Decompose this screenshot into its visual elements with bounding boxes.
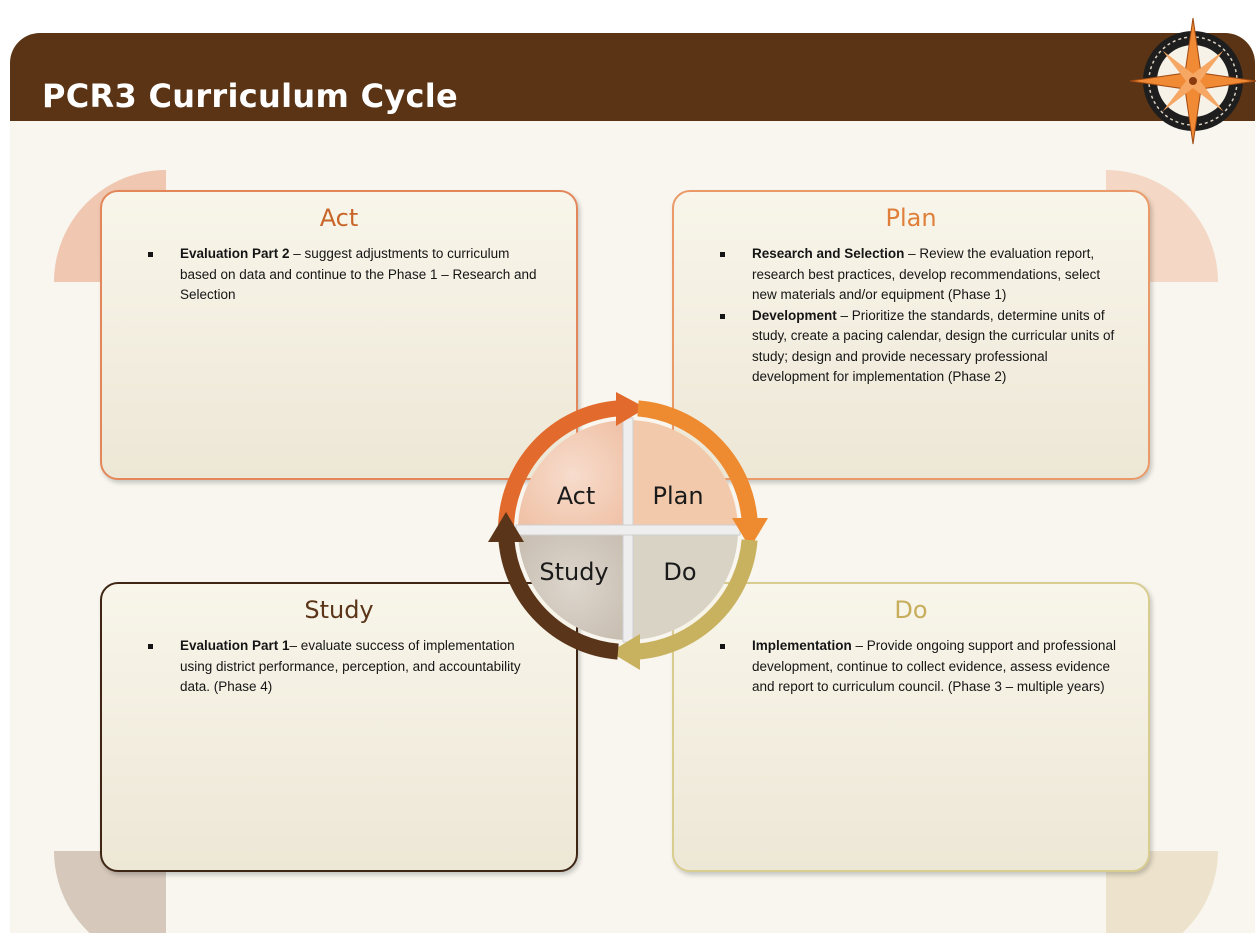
- cycle-label-study: Study: [539, 558, 608, 586]
- plan-bullet-list: Research and Selection – Review the eval…: [720, 244, 1118, 388]
- study-card-title: Study: [304, 596, 374, 624]
- bullet-heading: Evaluation Part 2: [180, 246, 290, 261]
- act-card: Act Evaluation Part 2 – suggest adjustme…: [100, 190, 578, 480]
- act-arrow-arc: [498, 400, 619, 531]
- horizontal-divider: [515, 524, 741, 536]
- do-card-title: Do: [894, 596, 928, 624]
- bullet-heading: Implementation: [752, 638, 852, 653]
- act-quadrant: [518, 420, 628, 530]
- study-quadrant: [518, 530, 628, 640]
- do-arrow-head-icon: [610, 634, 640, 670]
- do-bullet-list: Implementation – Provide ongoing support…: [720, 636, 1118, 698]
- do-arrow-arc: [637, 539, 758, 660]
- do-card: Do Implementation – Provide ongoing supp…: [672, 582, 1150, 872]
- plan-bullet-item: Development – Prioritize the standards, …: [720, 306, 1118, 388]
- study-arrow-head-icon: [488, 512, 524, 542]
- cycle-label-act: Act: [557, 482, 596, 510]
- study-card: Study Evaluation Part 1– evaluate succes…: [100, 582, 578, 872]
- bullet-text: – Review the evaluation report, research…: [752, 246, 1101, 302]
- study-bullet-list: Evaluation Part 1– evaluate success of i…: [148, 636, 546, 698]
- bullet-text: – suggest adjustments to curriculum base…: [180, 246, 537, 302]
- do-bullet-item: Implementation – Provide ongoing support…: [720, 636, 1118, 698]
- study-bullet-item: Evaluation Part 1– evaluate success of i…: [148, 636, 546, 698]
- study-arrow-arc: [498, 539, 619, 660]
- cycle-label-plan: Plan: [652, 482, 703, 510]
- bullet-heading: Evaluation Part 1: [180, 638, 290, 653]
- act-card-title: Act: [319, 204, 359, 232]
- bullet-text: – Prioritize the standards, determine un…: [752, 307, 1115, 385]
- bullet-heading: Development: [752, 307, 837, 323]
- plan-card-title: Plan: [885, 204, 937, 232]
- pdsa-cycle-diagram: Act Plan Study Do: [488, 392, 768, 670]
- act-bullet-list: Evaluation Part 2 – suggest adjustments …: [148, 244, 546, 306]
- plan-arrow-head-icon: [732, 518, 768, 548]
- bullet-text: – evaluate success of implementation usi…: [180, 638, 521, 694]
- plan-quadrant: [628, 420, 738, 530]
- slide-title: PCR3 Curriculum Cycle: [42, 77, 459, 115]
- act-arrow-head-icon: [616, 392, 646, 426]
- plan-card: Plan Research and Selection – Review the…: [672, 190, 1150, 480]
- title-bar: PCR3 Curriculum Cycle: [10, 33, 1255, 121]
- cycle-label-do: Do: [663, 558, 696, 586]
- act-bullet-item: Evaluation Part 2 – suggest adjustments …: [148, 244, 546, 306]
- bullet-heading: Research and Selection: [752, 246, 905, 261]
- bullet-text: – Provide ongoing support and profession…: [752, 638, 1116, 694]
- compass-logo-icon: [1129, 17, 1257, 145]
- plan-arrow-arc: [637, 400, 758, 521]
- do-quadrant: [628, 530, 738, 640]
- plan-bullet-item: Research and Selection – Review the eval…: [720, 244, 1118, 306]
